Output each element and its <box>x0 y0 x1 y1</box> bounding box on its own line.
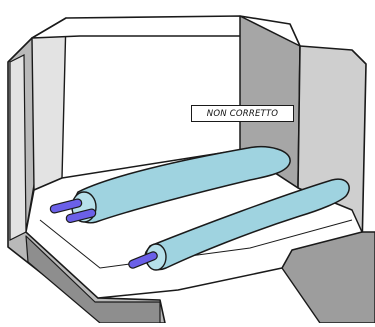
conductor-1 <box>49 198 83 214</box>
conductor-2 <box>65 208 97 224</box>
conductor-3 <box>128 251 158 269</box>
tray-top-rim <box>31 15 301 47</box>
tray-left-inner-flange <box>9 54 27 241</box>
incorrect-label: NON CORRETTO <box>191 105 294 122</box>
cable-back <box>49 146 291 224</box>
cable-front-body <box>144 178 350 271</box>
cable-back-body <box>71 146 291 224</box>
tray-left-inner-wall <box>31 17 67 191</box>
cable-front <box>128 178 350 271</box>
